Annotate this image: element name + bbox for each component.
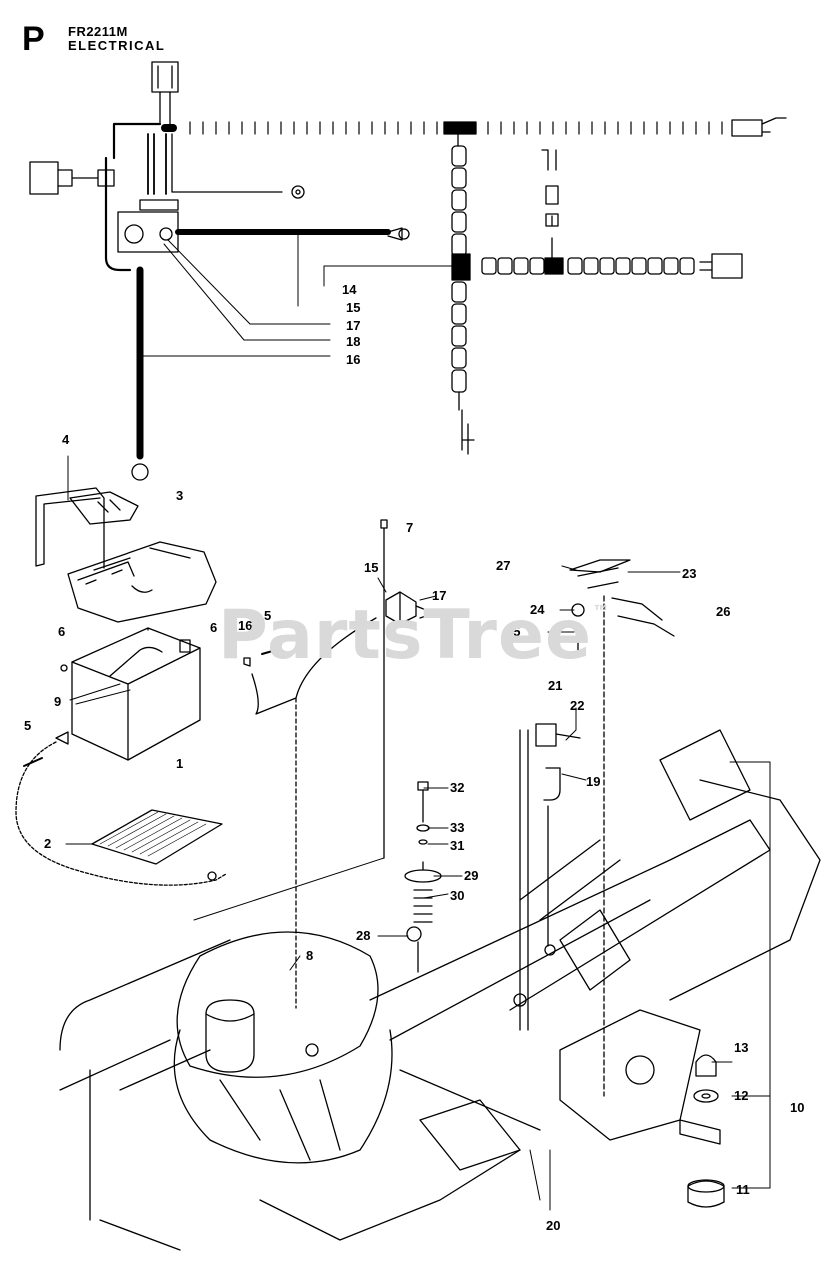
chassis-frame[interactable] [59,729,821,1251]
callout-31[interactable]: 31 [450,838,464,853]
callout-15b[interactable]: 15 [364,560,378,575]
callout-30[interactable]: 30 [450,888,464,903]
section-letter: P [22,20,45,58]
callout-32[interactable]: 32 [450,780,464,795]
callout-22[interactable]: 22 [570,698,584,713]
bolt-5[interactable] [23,649,277,767]
callout-6a[interactable]: 6 [58,624,65,639]
callout-21[interactable]: 21 [548,678,562,693]
wiring-harness[interactable] [29,61,787,481]
ground-cable[interactable] [15,731,227,886]
callout-5b[interactable]: 5 [24,718,31,733]
battery-hold-down-bracket[interactable] [35,487,139,569]
callout-24[interactable]: 24 [530,602,545,617]
callout-17[interactable]: 17 [346,318,360,333]
positive-cable-16[interactable] [243,617,377,1009]
rubber-mounts[interactable] [687,1054,725,1208]
callout-29[interactable]: 29 [464,868,478,883]
callout-10[interactable]: 10 [790,1100,804,1115]
callout-5a[interactable]: 5 [264,608,271,623]
callout-16[interactable]: 16 [346,352,360,367]
watermark-logo: PartsTree™ [218,596,612,675]
callout-25[interactable]: 25 [506,624,520,639]
callout-15[interactable]: 15 [346,300,360,315]
callout-1[interactable]: 1 [176,756,183,771]
battery-tray-mat[interactable] [91,809,223,865]
callout-12[interactable]: 12 [734,1088,748,1103]
callout-20[interactable]: 20 [546,1218,560,1233]
seat-switch[interactable] [519,723,581,1031]
callout-4[interactable]: 4 [62,432,70,447]
spring-stack[interactable] [404,781,442,973]
section-title: ELECTRICAL [68,38,166,53]
mounting-plate[interactable] [569,559,675,1097]
callout-26[interactable]: 26 [716,604,730,619]
callout-11[interactable]: 11 [736,1182,750,1197]
callout-6b[interactable]: 6 [210,620,217,635]
callout-33[interactable]: 33 [450,820,464,835]
callout-14[interactable]: 14 [342,282,357,297]
callout-17b[interactable]: 17 [432,588,446,603]
callout-27[interactable]: 27 [496,558,510,573]
callout-23[interactable]: 23 [682,566,696,581]
callout-2[interactable]: 2 [44,836,51,851]
callout-19[interactable]: 19 [586,774,600,789]
callout-7[interactable]: 7 [406,520,413,535]
engine[interactable] [173,931,393,1164]
callout-8[interactable]: 8 [306,948,313,963]
callout-16b[interactable]: 16 [238,618,252,633]
callout-9[interactable]: 9 [54,694,61,709]
callout-18[interactable]: 18 [346,334,360,349]
callout-28[interactable]: 28 [356,928,370,943]
model-number: FR2211M [68,24,128,39]
starter-solenoid[interactable] [380,519,433,859]
callout-13[interactable]: 13 [734,1040,748,1055]
battery-cover[interactable] [67,541,217,623]
callout-3[interactable]: 3 [176,488,183,503]
battery[interactable] [60,627,201,761]
